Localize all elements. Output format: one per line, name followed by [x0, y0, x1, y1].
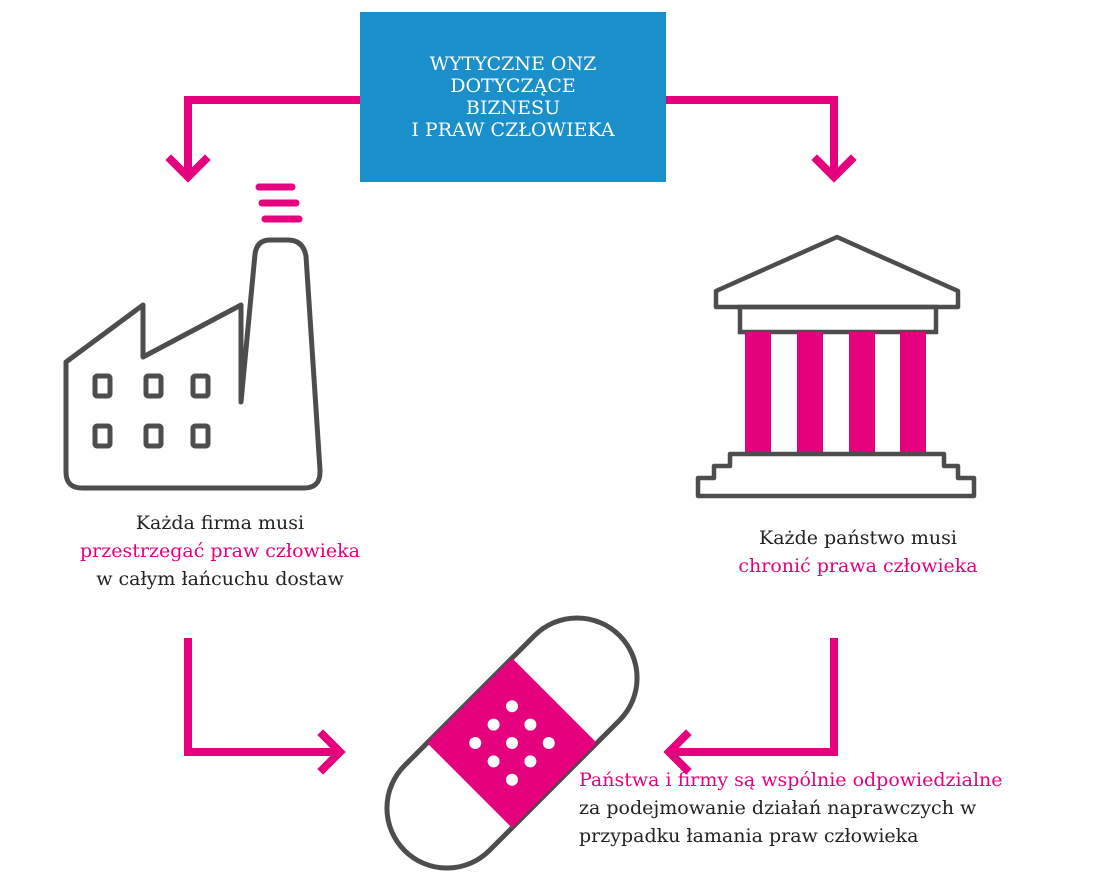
bandage-hole — [524, 755, 537, 768]
remedy-caption: Państwa i firmy są wspólnie odpowiedzial… — [579, 766, 1105, 850]
title-line: I PRAW CZŁOWIEKA — [411, 119, 615, 141]
bandage-hole — [524, 718, 537, 731]
building-entablature — [737, 304, 939, 335]
factory-windows — [92, 373, 211, 449]
remedy-caption-line: za podejmowanie działań naprawczych w — [579, 797, 977, 819]
state-caption: Każde państwo musi chronić prawa człowie… — [618, 524, 1098, 580]
state-caption-highlight: chronić prawa człowieka — [738, 555, 978, 577]
arrow-state-to-remedy — [670, 638, 838, 756]
remedy-caption-line: przypadku łamania praw człowieka — [579, 825, 919, 847]
arrows — [165, 96, 857, 775]
factory-window — [190, 373, 211, 399]
building-roof — [713, 234, 961, 310]
arrow-head-remedy-left — [317, 729, 346, 775]
building-steps — [695, 451, 977, 499]
arrow-title-to-company — [184, 96, 366, 174]
company-caption-line: w całym łańcuchu dostaw — [96, 568, 344, 590]
factory-window — [92, 373, 113, 399]
factory-outline — [63, 237, 323, 491]
bandage-hole — [506, 700, 518, 713]
bandage-hole — [506, 773, 518, 786]
factory-window — [143, 373, 164, 399]
bandage-hole — [542, 737, 555, 749]
bandage-hole — [506, 737, 518, 749]
factory-window — [190, 423, 211, 449]
arrow-company-to-remedy — [184, 638, 339, 756]
bandage-icon — [384, 615, 640, 871]
remedy-caption-highlight: Państwa i firmy są wspólnie odpowiedzial… — [579, 769, 1003, 791]
company-caption-line: Każda firma musi — [135, 512, 305, 534]
title-box: WYTYCZNE ONZ DOTYCZĄCE BIZNESU I PRAW CZ… — [360, 12, 666, 182]
building-column — [849, 332, 875, 454]
state-caption-line: Każde państwo musi — [759, 527, 957, 549]
title-line: DOTYCZĄCE — [450, 75, 576, 97]
bandage-holes — [469, 700, 555, 786]
arrow-title-to-state — [662, 96, 838, 174]
title-line: WYTYCZNE ONZ — [429, 53, 597, 75]
bandage-hole — [487, 718, 500, 731]
building-column — [797, 332, 823, 454]
factory-window — [143, 423, 164, 449]
arrow-head-state — [811, 154, 857, 183]
building-column — [745, 332, 771, 454]
arrow-head-remedy-right — [663, 729, 692, 775]
company-caption: Każda firma musi przestrzegać praw człow… — [0, 509, 440, 593]
building-columns — [745, 332, 926, 454]
arrow-head-company — [165, 154, 211, 183]
government-building-icon — [695, 234, 977, 499]
title-line: BIZNESU — [465, 97, 561, 119]
bandage-hole — [469, 737, 482, 749]
factory-icon — [63, 183, 323, 491]
building-column — [900, 332, 926, 454]
bandage-hole — [487, 755, 500, 768]
factory-window — [92, 423, 113, 449]
company-caption-highlight: przestrzegać praw człowieka — [80, 540, 360, 562]
